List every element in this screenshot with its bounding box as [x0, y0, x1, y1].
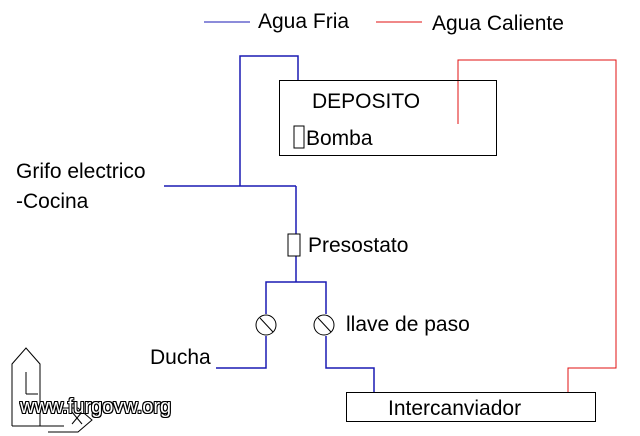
- hot-water-pipes: [457, 59, 617, 392]
- tank-box: [279, 80, 497, 156]
- valve-label: llave de paso: [346, 313, 470, 336]
- tank-label: DEPOSITO: [312, 90, 421, 113]
- kitchen-tap-label-line1: Grifo electrico: [16, 160, 146, 183]
- valve-symbol-shower: [255, 314, 277, 336]
- watermark-text: www.furgovw.org: [20, 396, 172, 418]
- legend-hot-label: Agua Caliente: [432, 12, 564, 35]
- axis-icon: [11, 347, 93, 433]
- shower-label: Ducha: [150, 346, 211, 369]
- kitchen-tap-label-line2: -Cocina: [16, 190, 89, 213]
- pressure-switch-label: Presostato: [308, 234, 409, 257]
- heat-exchanger-box: [346, 392, 596, 422]
- pressure-switch-symbol: [287, 233, 301, 257]
- cold-water-pipes: [164, 55, 375, 392]
- legend-cold-label: Agua Fria: [258, 10, 350, 33]
- pump-symbol: [293, 125, 305, 149]
- heat-exchanger-label: Intercanviador: [388, 397, 522, 420]
- valve-symbol-exchanger: [313, 314, 335, 336]
- pump-label: Bomba: [306, 127, 373, 150]
